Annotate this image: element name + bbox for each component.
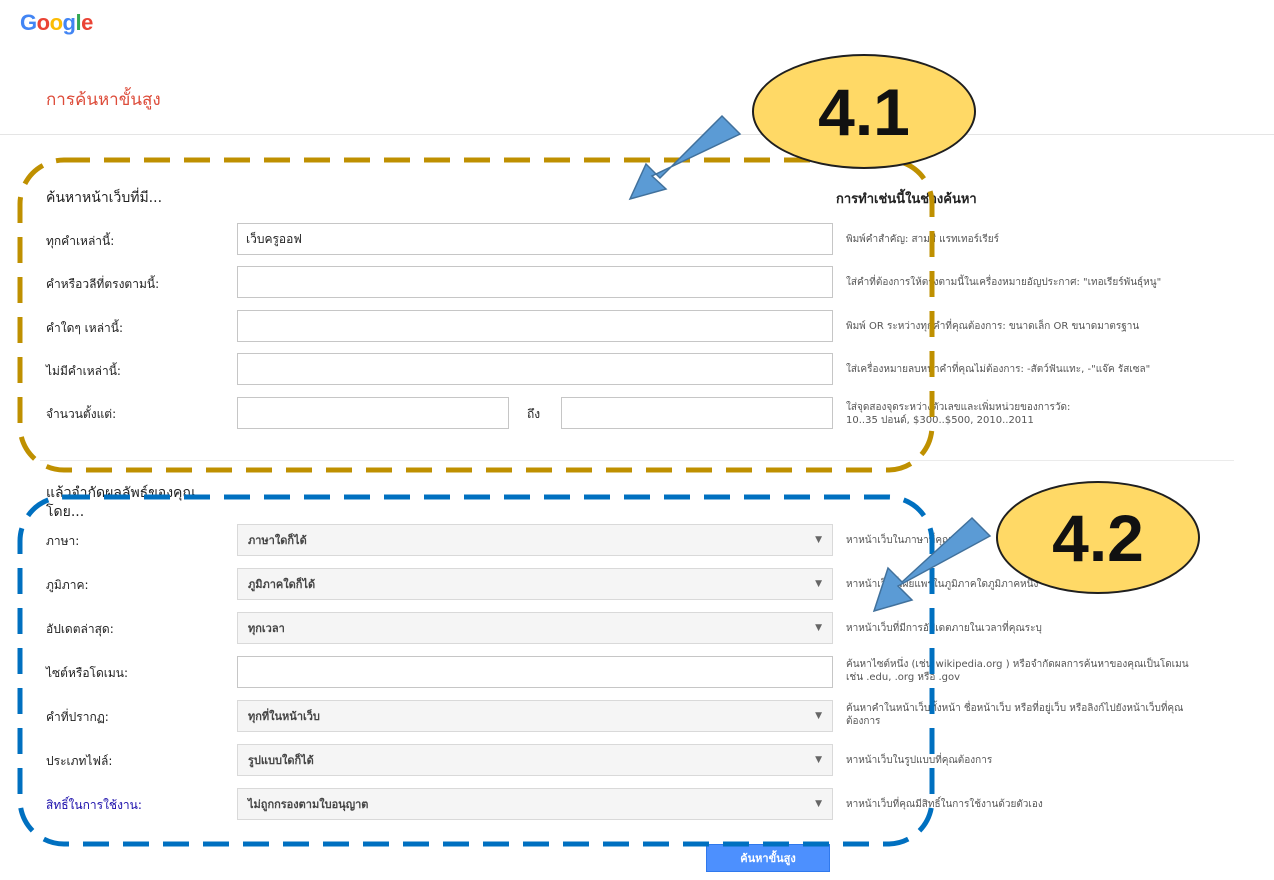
language-select-value: ภาษาใดก็ได้: [248, 534, 307, 547]
language-select[interactable]: ภาษาใดก็ได้ ▼: [237, 524, 833, 556]
number-range-hint-line2: 10..35 ปอนด์, $300..$500, 2010..2011: [846, 415, 1034, 426]
language-hint: หาหน้าเว็บในภาษาที่คุณเลือก: [846, 535, 973, 546]
logo-letter: l: [75, 10, 82, 35]
google-logo: Google: [20, 10, 93, 36]
last-update-select-value: ทุกเวลา: [248, 622, 285, 635]
section-divider: [40, 460, 1234, 461]
exact-phrase-input[interactable]: [237, 266, 833, 298]
site-domain-label: ไซต์หรือโดเมน:: [46, 666, 129, 680]
last-update-label: อัปเดตล่าสุด:: [46, 622, 114, 636]
site-domain-hint-line1: ค้นหาไซต์หนึ่ง (เช่น wikipedia.org ) หรื…: [846, 659, 1189, 670]
annotation-arrow-2: [872, 516, 992, 613]
last-update-hint: หาหน้าเว็บที่มีการอัปเดตภายในเวลาที่คุณร…: [846, 623, 1042, 634]
number-range-to-label: ถึง: [527, 407, 541, 421]
caret-down-icon: ▼: [815, 799, 822, 809]
exact-phrase-label: คำหรือวลีที่ตรงตามนี้:: [46, 277, 160, 291]
all-words-hint: พิมพ์คำสำคัญ: สามสี แรทเทอร์เรียร์: [846, 234, 999, 245]
number-range-from-input[interactable]: [237, 397, 509, 429]
file-type-select-value: รูปแบบใดก็ได้: [248, 754, 314, 767]
exact-phrase-hint: ใส่คำที่ต้องการให้ตรงตามนี้ในเครื่องหมาย…: [846, 277, 1162, 288]
logo-letter: g: [62, 10, 76, 35]
number-range-to-input[interactable]: [561, 397, 833, 429]
all-words-label: ทุกคำเหล่านี้:: [46, 234, 115, 248]
annotation-badge-4-2: 4.2: [996, 481, 1200, 594]
caret-down-icon: ▼: [815, 755, 822, 765]
file-type-label: ประเภทไฟล์:: [46, 754, 113, 768]
none-words-label: ไม่มีคำเหล่านี้:: [46, 364, 121, 378]
logo-letter: o: [49, 10, 63, 35]
terms-appearing-label: คำที่ปรากฏ:: [46, 710, 109, 724]
usage-rights-select[interactable]: ไม่ถูกกรองตามใบอนุญาต ▼: [237, 788, 833, 820]
caret-down-icon: ▼: [815, 711, 822, 721]
number-range-hint: ใส่จุดสองจุดระหว่างตัวเลขและเพิ่มหน่วยขอ…: [846, 401, 1070, 427]
terms-appearing-select-value: ทุกที่ในหน้าเว็บ: [248, 710, 320, 723]
usage-rights-select-value: ไม่ถูกกรองตามใบอนุญาต: [248, 798, 369, 811]
narrow-results-title-line2: โดย...: [46, 504, 85, 520]
any-words-hint: พิมพ์ OR ระหว่างทุกคำที่คุณต้องการ: ขนาด…: [846, 321, 1140, 332]
none-words-input[interactable]: [237, 353, 833, 385]
header-divider: [0, 134, 1274, 135]
section-narrow-results-title: แล้วจำกัดผลลัพธ์ของคุณ โดย...: [46, 484, 195, 522]
region-select[interactable]: ภูมิภาคใดก็ได้ ▼: [237, 568, 833, 600]
annotation-badge-4-1: 4.1: [752, 54, 976, 169]
region-label: ภูมิภาค:: [46, 578, 89, 592]
terms-appearing-hint-line1: ค้นหาคำในหน้าเว็บทั้งหน้า ชื่อหน้าเว็บ ห…: [846, 703, 1184, 714]
file-type-hint: หาหน้าเว็บในรูปแบบที่คุณต้องการ: [846, 755, 993, 766]
site-domain-hint-line2: เช่น .edu, .org หรือ .gov: [846, 672, 961, 683]
column-header-hint: การทำเช่นนี้ในช่องค้นหา: [836, 192, 977, 207]
caret-down-icon: ▼: [815, 579, 822, 589]
site-domain-input[interactable]: [237, 656, 833, 688]
usage-rights-label[interactable]: สิทธิ์ในการใช้งาน:: [46, 798, 142, 812]
narrow-results-title-line1: แล้วจำกัดผลลัพธ์ของคุณ: [46, 485, 196, 501]
site-domain-hint: ค้นหาไซต์หนึ่ง (เช่น wikipedia.org ) หรื…: [846, 658, 1189, 684]
terms-appearing-hint-line2: ต้องการ: [846, 716, 881, 727]
logo-letter: e: [81, 10, 93, 35]
any-words-input[interactable]: [237, 310, 833, 342]
any-words-label: คำใดๆ เหล่านี้:: [46, 321, 124, 335]
section-find-pages-title: ค้นหาหน้าเว็บที่มี...: [46, 190, 163, 206]
terms-appearing-select[interactable]: ทุกที่ในหน้าเว็บ ▼: [237, 700, 833, 732]
advanced-search-button[interactable]: ค้นหาขั้นสูง: [706, 844, 830, 872]
usage-rights-hint: หาหน้าเว็บที่คุณมีสิทธิ์ในการใช้งานด้วยต…: [846, 799, 1043, 810]
page-title: การค้นหาขั้นสูง: [46, 90, 161, 110]
annotation-arrow-1: [628, 114, 742, 201]
logo-letter: o: [36, 10, 50, 35]
terms-appearing-hint: ค้นหาคำในหน้าเว็บทั้งหน้า ชื่อหน้าเว็บ ห…: [846, 702, 1183, 728]
all-words-input[interactable]: [237, 223, 833, 255]
number-range-hint-line1: ใส่จุดสองจุดระหว่างตัวเลขและเพิ่มหน่วยขอ…: [846, 402, 1071, 413]
language-label: ภาษา:: [46, 534, 80, 548]
number-range-label: จำนวนตั้งแต่:: [46, 407, 117, 421]
last-update-select[interactable]: ทุกเวลา ▼: [237, 612, 833, 644]
logo-letter: G: [20, 10, 37, 35]
region-hint: หาหน้าเว็บที่เผยแพร่ในภูมิภาคใดภูมิภาคหน…: [846, 579, 1039, 590]
region-select-value: ภูมิภาคใดก็ได้: [248, 578, 316, 591]
caret-down-icon: ▼: [815, 535, 822, 545]
caret-down-icon: ▼: [815, 623, 822, 633]
file-type-select[interactable]: รูปแบบใดก็ได้ ▼: [237, 744, 833, 776]
none-words-hint: ใส่เครื่องหมายลบหน้าคำที่คุณไม่ต้องการ: …: [846, 364, 1151, 375]
